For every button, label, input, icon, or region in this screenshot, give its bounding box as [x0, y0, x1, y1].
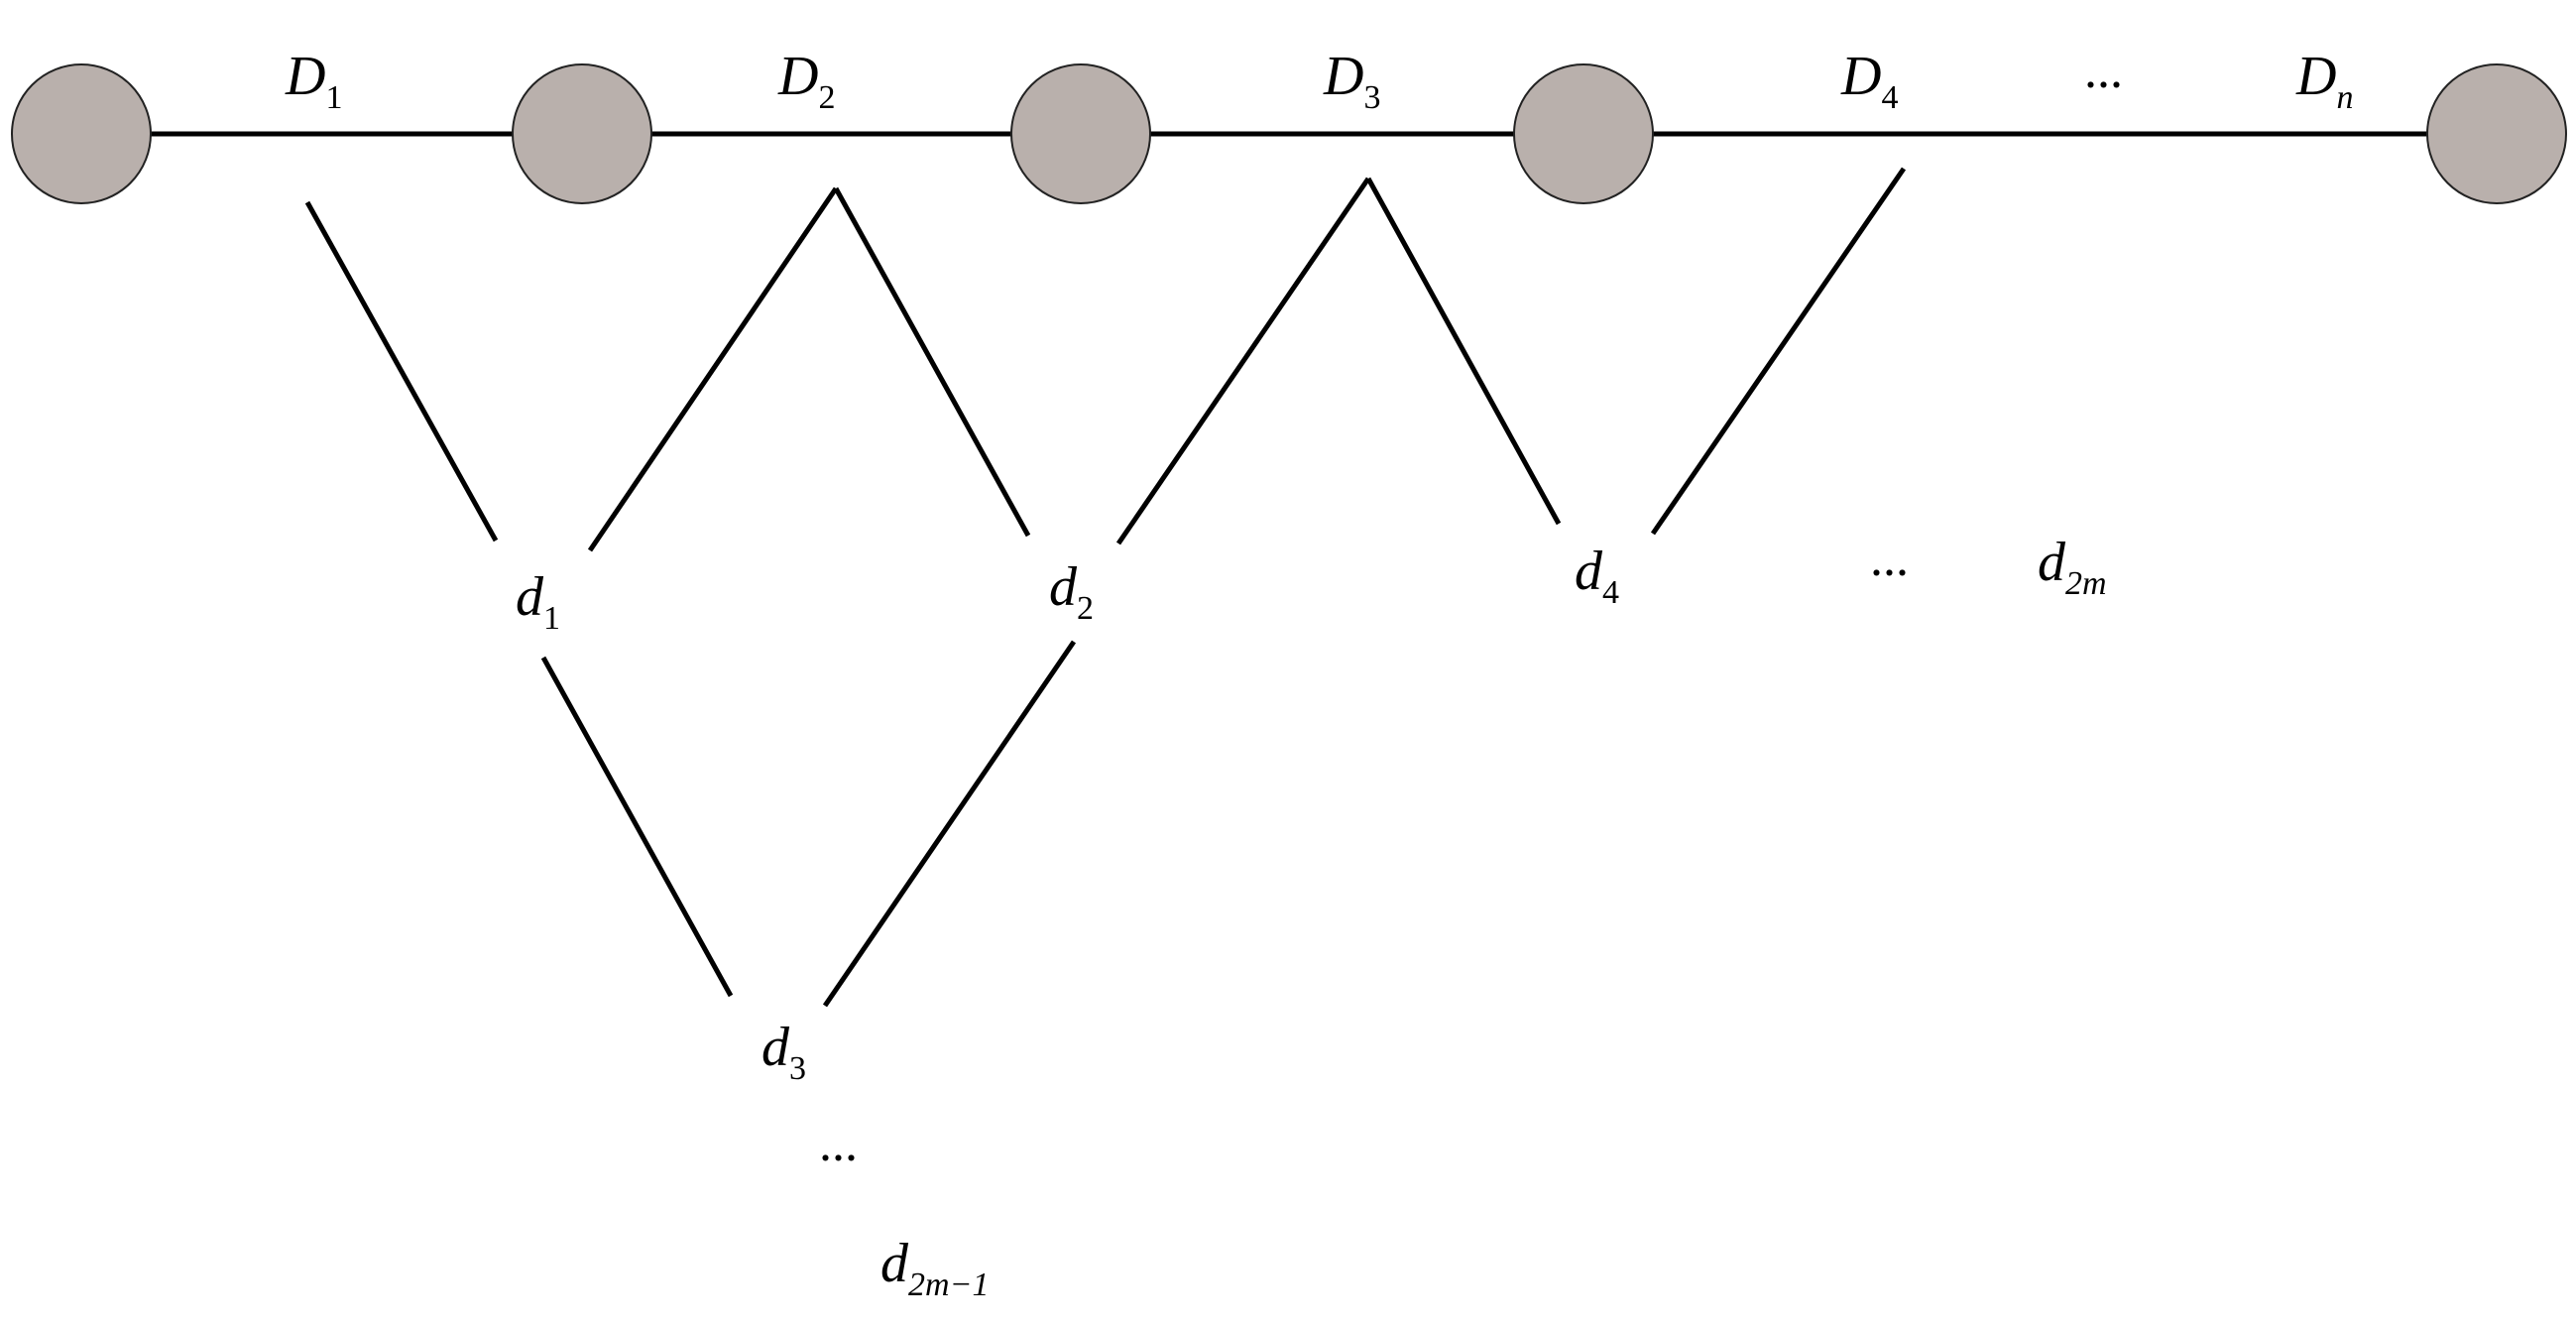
- bus-label-D3: D3: [1323, 46, 1380, 116]
- link-D2-d2: [833, 186, 1031, 538]
- node-label-d2m-1: d2m−1: [880, 1233, 990, 1303]
- bus-ellipsis: ...: [2084, 43, 2123, 99]
- link-d1-d3: [540, 656, 734, 998]
- bus-label-D1: D1: [285, 46, 342, 116]
- link-D4-d2m: [1650, 167, 1907, 536]
- bus-node-4: [1513, 63, 1654, 204]
- bus-node-5: [2426, 63, 2567, 204]
- link-D3-d2: [1115, 177, 1371, 545]
- link-D2-d1: [587, 186, 839, 552]
- node-label-d2m: d2m: [2038, 532, 2107, 602]
- bus-node-3: [1010, 63, 1151, 204]
- link-d2-d3: [822, 640, 1077, 1008]
- node-ellipsis-bottom: ...: [819, 1116, 858, 1172]
- node-label-d3: d3: [761, 1017, 806, 1087]
- node-label-d4: d4: [1575, 541, 1619, 611]
- bus-node-2: [512, 63, 652, 204]
- link-D1-d1: [304, 200, 499, 543]
- bus-label-Dn: Dn: [2295, 46, 2353, 116]
- node-ellipsis-top: ...: [1870, 531, 1909, 587]
- bus-label-D4: D4: [1840, 46, 1898, 116]
- bus-label-D2: D2: [777, 46, 835, 116]
- bus-node-1: [11, 63, 152, 204]
- node-label-d2: d2: [1049, 556, 1094, 627]
- node-label-d1: d1: [516, 566, 560, 637]
- link-D3-d4: [1365, 177, 1562, 526]
